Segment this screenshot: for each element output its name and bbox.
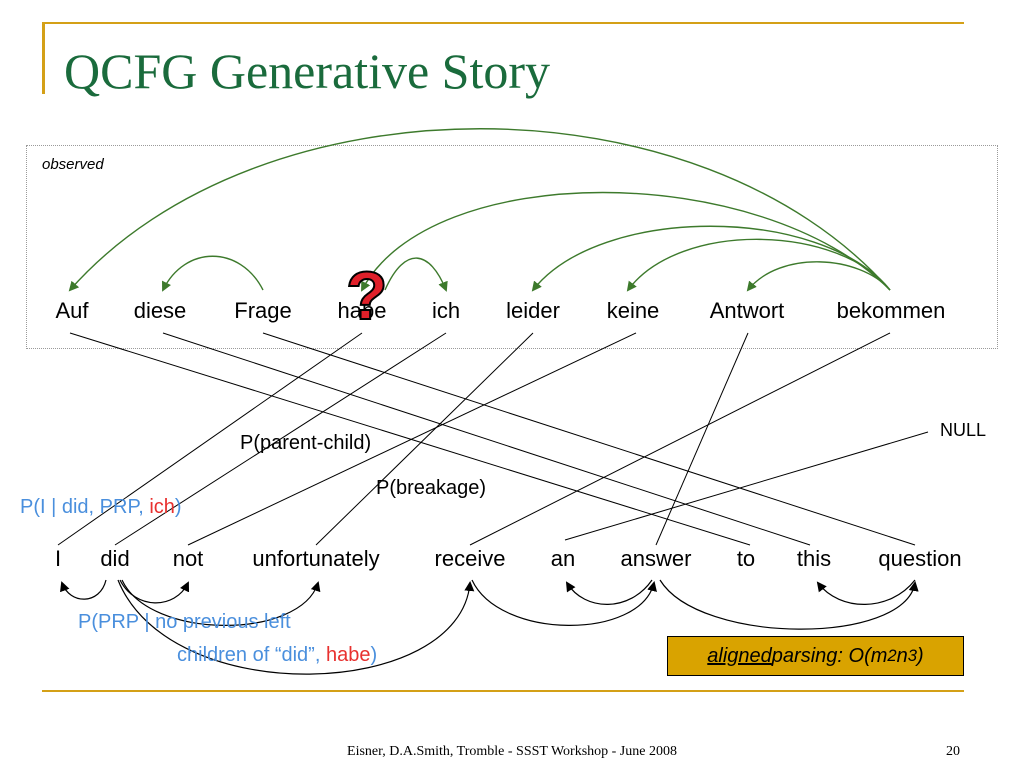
p-i-label: P(I | did, PRP, ich) bbox=[20, 496, 182, 518]
german-word: leider bbox=[506, 298, 560, 323]
footer-text: Eisner, D.A.Smith, Tromble - SSST Worksh… bbox=[347, 744, 677, 759]
de-arc-habe-ich bbox=[384, 257, 448, 292]
english-word: unfortunately bbox=[252, 546, 380, 571]
en-arc-answer-question bbox=[659, 579, 919, 630]
english-word: answer bbox=[620, 546, 692, 571]
align-antwort-answer bbox=[655, 332, 749, 546]
de-arc-bekommen-antwort bbox=[746, 261, 891, 292]
german-word: Auf bbox=[55, 298, 89, 323]
de-arc-frage-diese bbox=[162, 255, 264, 292]
slide-title: QCFG Generative Story bbox=[64, 43, 551, 99]
de-arc-bekommen-keine bbox=[626, 238, 891, 292]
page-number: 20 bbox=[946, 744, 960, 759]
german-word: bekommen bbox=[836, 298, 946, 323]
german-word: habe bbox=[337, 298, 387, 323]
en-arc-receive-answer bbox=[471, 579, 657, 626]
align-auf-to bbox=[69, 332, 751, 546]
align-frage-question bbox=[262, 332, 916, 546]
align-ich-did bbox=[114, 332, 447, 546]
german-word: Antwort bbox=[709, 298, 785, 323]
english-word: this bbox=[796, 546, 832, 571]
p-prp-label-line1: P(PRP | no previous left bbox=[78, 611, 291, 633]
accent-bottom-line bbox=[42, 690, 964, 692]
en-arc-did-receive bbox=[117, 579, 475, 675]
align-habe-i bbox=[57, 332, 363, 546]
null-label: NULL bbox=[940, 420, 987, 440]
observed-box bbox=[26, 145, 998, 349]
align-leider-unfortunately bbox=[315, 332, 534, 546]
p-parent-child-label: P(parent-child) bbox=[240, 432, 372, 454]
de-arc-bekommen-leider bbox=[531, 225, 891, 292]
german-word: ich bbox=[431, 298, 461, 323]
align-bekommen-receive bbox=[469, 332, 891, 546]
german-word: Frage bbox=[234, 298, 292, 323]
english-word: receive bbox=[434, 546, 506, 571]
english-word: question bbox=[878, 546, 962, 571]
en-arc-answer-an bbox=[565, 579, 653, 605]
accent-top-line bbox=[42, 22, 964, 24]
en-arc-question-this bbox=[816, 579, 916, 605]
en-arc-did-unfortunately bbox=[121, 579, 321, 626]
align-keine-not bbox=[187, 332, 637, 546]
de-arc-bekommen-auf bbox=[68, 128, 891, 292]
p-breakage-label: P(breakage) bbox=[376, 477, 487, 499]
observed-label: observed bbox=[42, 156, 104, 173]
align-null-an bbox=[564, 431, 929, 541]
german-word: keine bbox=[606, 298, 660, 323]
question-mark-icon: ? bbox=[345, 258, 389, 334]
english-word: not bbox=[172, 546, 204, 571]
en-arc-did-i bbox=[60, 579, 107, 600]
english-word: to bbox=[736, 546, 756, 571]
english-word: I bbox=[54, 546, 62, 571]
en-arc-did-not bbox=[119, 579, 190, 604]
accent-vertical-line bbox=[42, 22, 45, 94]
english-word: an bbox=[550, 546, 576, 571]
de-arc-bekommen-habe bbox=[361, 191, 891, 292]
p-prp-label-line2: children of “did”, habe) bbox=[177, 644, 378, 666]
german-word: diese bbox=[133, 298, 187, 323]
english-word: did bbox=[100, 546, 130, 571]
align-diese-this bbox=[162, 332, 811, 546]
